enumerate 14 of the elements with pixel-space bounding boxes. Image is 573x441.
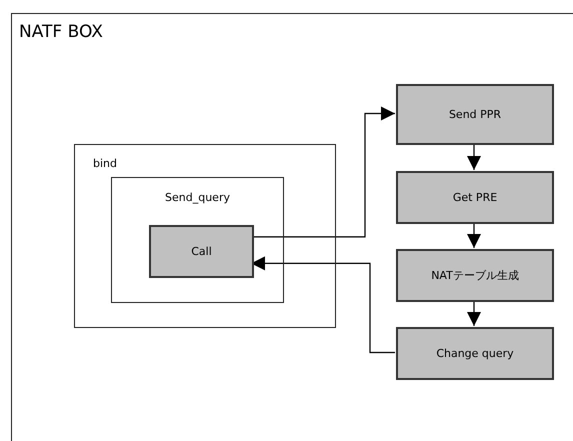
frame-label: Send_query bbox=[164, 191, 231, 204]
process-box: NATテーブル生成 bbox=[396, 249, 554, 302]
arrow bbox=[467, 301, 481, 326]
arrow bbox=[467, 144, 481, 170]
process-box: Call bbox=[149, 225, 254, 278]
frame-title: NATF BOX bbox=[19, 22, 103, 42]
frame bbox=[74, 144, 336, 328]
process-box: Send PPR bbox=[396, 84, 554, 145]
process-box: Change query bbox=[396, 327, 554, 380]
outer-frame bbox=[11, 13, 573, 441]
arrow bbox=[467, 223, 481, 248]
frame bbox=[111, 177, 284, 303]
frame-label: bind bbox=[93, 157, 117, 170]
process-box: Get PRE bbox=[396, 171, 554, 224]
